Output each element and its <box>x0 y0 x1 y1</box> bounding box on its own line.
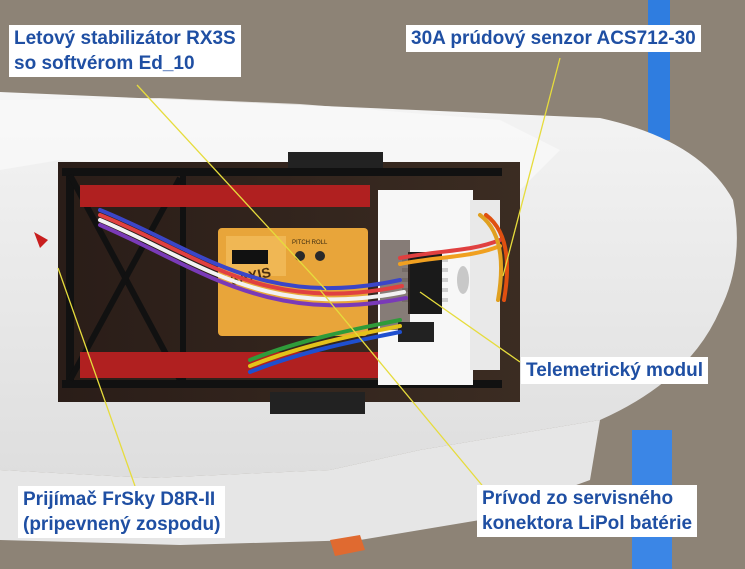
label-receiver-line-2: (pripevnený zospodu) <box>23 514 221 535</box>
label-current-sensor-text: 30A prúdový senzor ACS712-30 <box>411 28 696 49</box>
label-receiver-line-1: Prijímač FrSky D8R-II <box>23 489 216 510</box>
label-lipo-lead-line-1: Prívod zo servisného <box>482 488 674 509</box>
leader-line-telemetry <box>419 291 521 363</box>
board-pins-text: PITCH ROLL <box>292 240 328 246</box>
label-lipo-lead-line-2: konektora LiPol batérie <box>482 513 693 534</box>
leader-line-lipo <box>319 289 487 491</box>
lower-slot <box>270 392 365 414</box>
label-lipo-lead: Prívod zo servisného konektora LiPol bat… <box>477 485 698 537</box>
label-stabilizer-line-1: Letový stabilizátor RX3S <box>14 28 236 49</box>
label-current-sensor: 30A prúdový senzor ACS712-30 <box>406 25 701 52</box>
leader-line-receiver <box>57 267 136 487</box>
label-telemetry-module: Telemetrický modul <box>521 357 709 384</box>
label-stabilizer: Letový stabilizátor RX3S so softvérom Ed… <box>9 25 241 77</box>
label-receiver: Prijímač FrSky D8R-II (pripevnený zospod… <box>18 486 226 538</box>
blue-tape-top <box>648 0 670 140</box>
leader-lines <box>57 57 561 491</box>
leader-line-stabilizer <box>136 84 327 291</box>
label-telemetry-module-text: Telemetrický modul <box>526 360 704 381</box>
leader-line-sensor <box>502 57 561 277</box>
label-stabilizer-line-2: so softvérom Ed_10 <box>14 53 195 74</box>
